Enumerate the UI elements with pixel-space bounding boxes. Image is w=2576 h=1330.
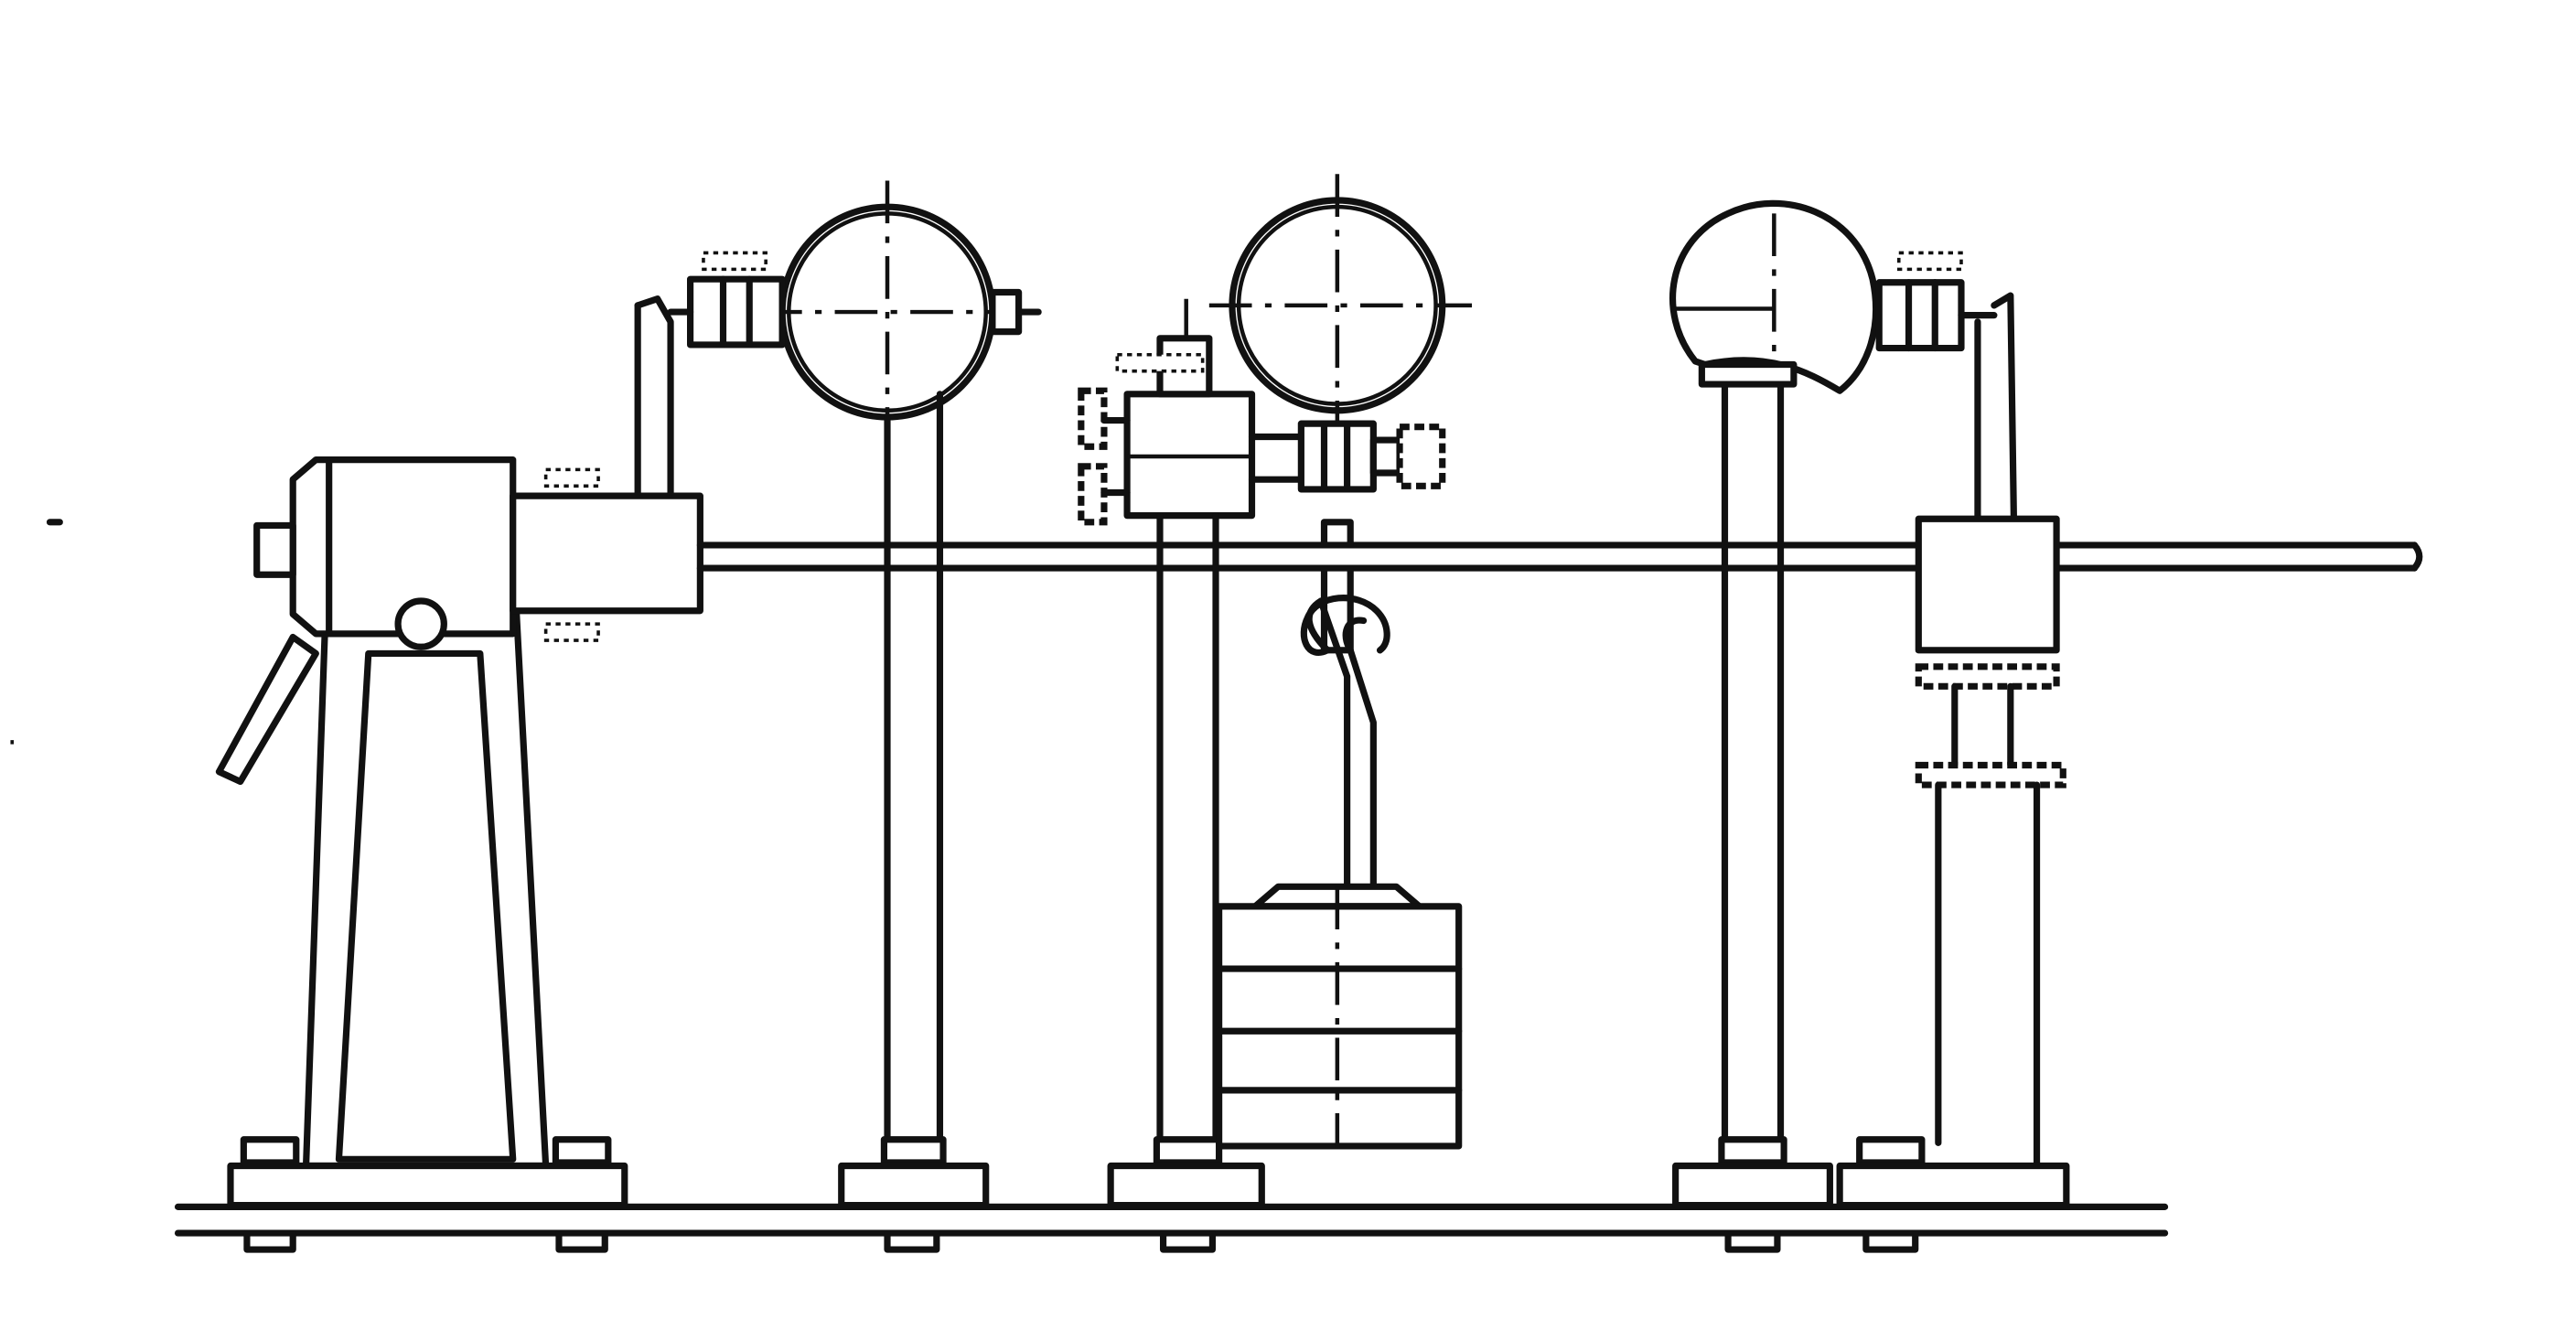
load-hanger (1300, 519, 1390, 890)
center-clamp-block (1078, 298, 1446, 526)
dial-gauge-1 (667, 180, 1042, 431)
test-shaft (696, 542, 2423, 572)
gauge-stand-1 (838, 391, 990, 1253)
head-stock (215, 295, 703, 1253)
right-bearing-support (1836, 515, 2070, 1253)
base-rail (174, 1203, 2169, 1237)
weight-stack (1216, 883, 1463, 1150)
gauge-stand-3 (1672, 381, 1833, 1253)
dial-gauge-3 (1669, 199, 2018, 522)
scan-marks (10, 519, 63, 745)
dial-gauge-2 (1208, 174, 1473, 424)
